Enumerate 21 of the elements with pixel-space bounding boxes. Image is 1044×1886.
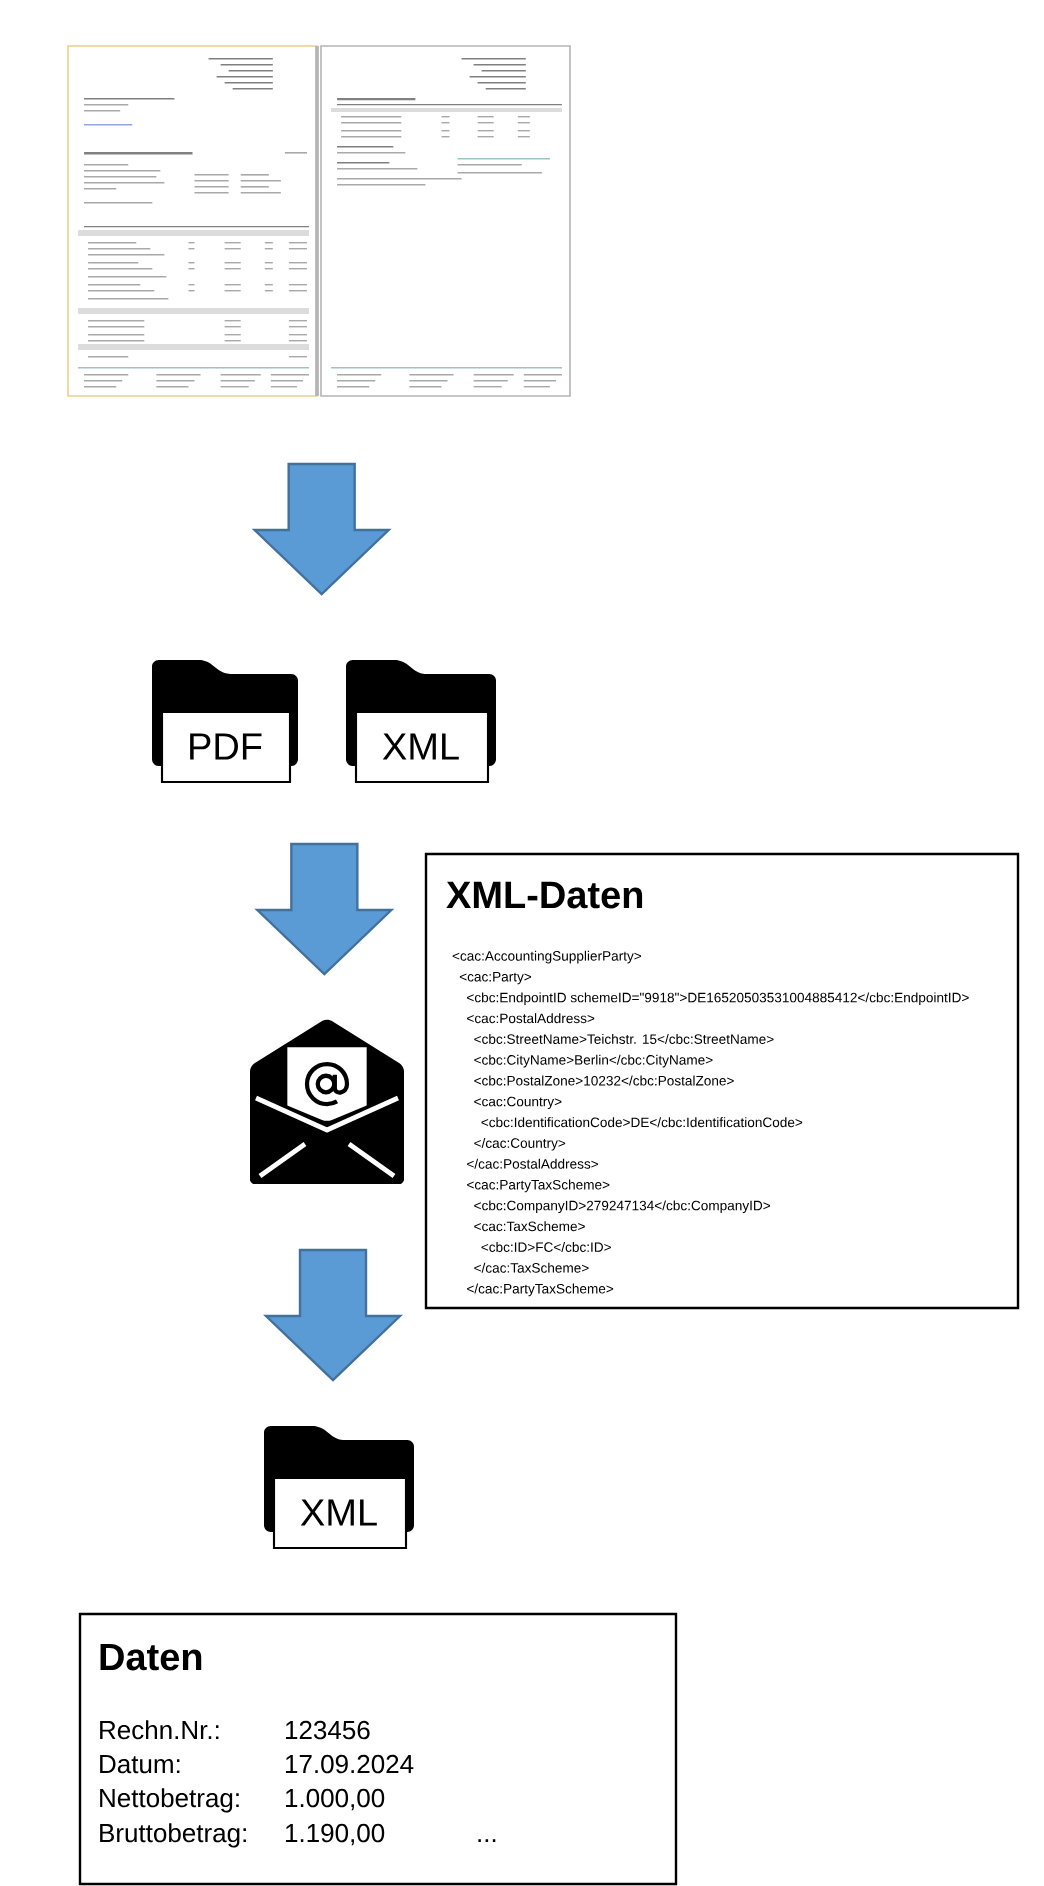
panel-heading: XML-Daten (446, 881, 643, 909)
field-value: 123456 (285, 1720, 370, 1740)
ellipsis: ... (478, 1839, 496, 1842)
block-arrow (254, 842, 395, 976)
envelope-icon (250, 1019, 404, 1184)
field-label: Rechn.Nr.: (100, 1720, 219, 1740)
code-panel (424, 852, 1020, 1310)
field-label: Bruttobetrag: (100, 1823, 246, 1848)
block-arrow (263, 1248, 403, 1382)
field-value: 1.000,00 (285, 1788, 385, 1811)
field-label: Nettobetrag: (100, 1788, 239, 1813)
field-value: 17.09.2024 (285, 1754, 414, 1774)
field-label: Datum: (100, 1755, 180, 1774)
block-arrow (251, 462, 392, 596)
document-pages (67, 45, 571, 397)
field-value: 1.190,00 (285, 1823, 385, 1846)
data-panel (78, 1612, 678, 1886)
folder: XML (346, 660, 496, 784)
folder: PDF (152, 660, 298, 784)
folder: XML (264, 1426, 414, 1550)
panel-heading: Daten (100, 1643, 202, 1671)
